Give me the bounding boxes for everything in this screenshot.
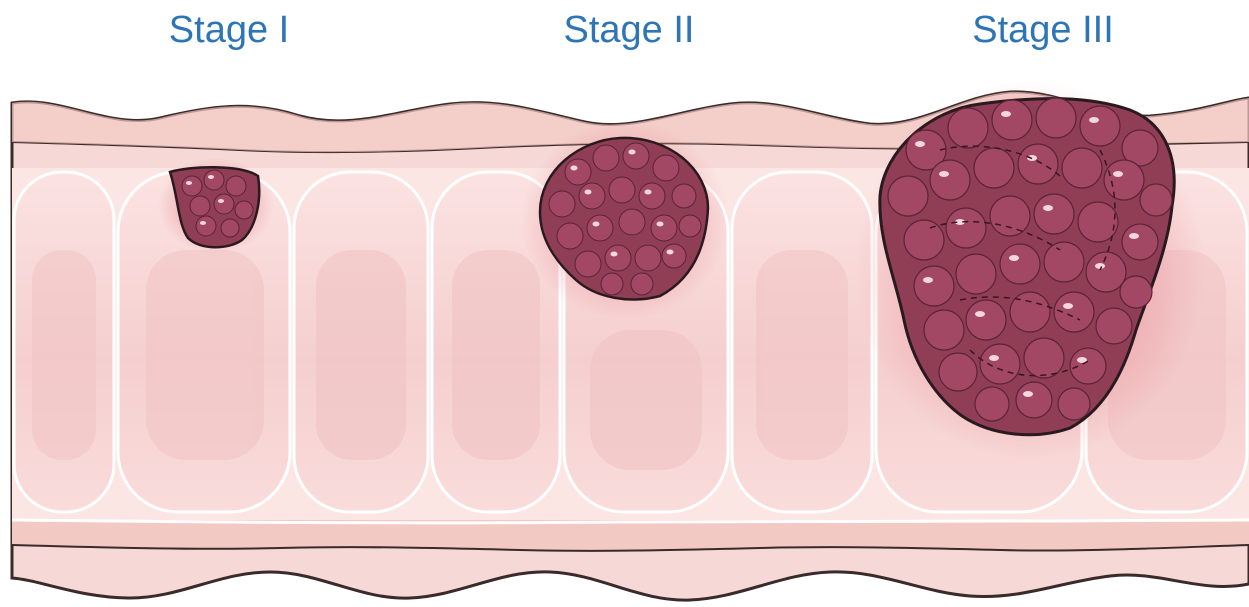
lower-muscle-band [12, 520, 1249, 551]
